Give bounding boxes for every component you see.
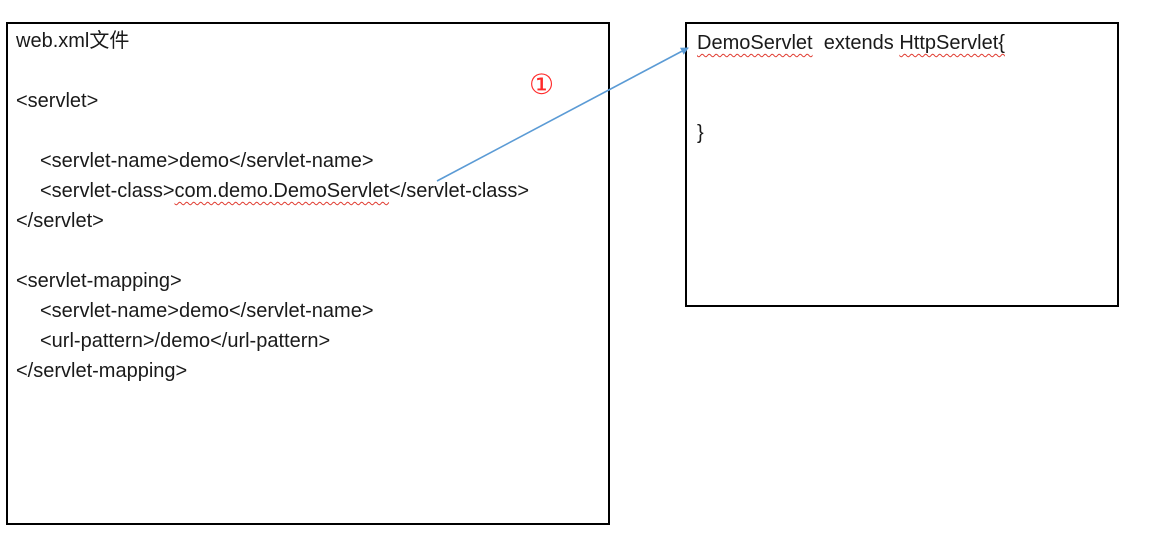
blank-line <box>16 236 600 266</box>
servlet-mapping-open-tag: <servlet-mapping> <box>16 270 182 292</box>
servlet-class-close-tag: </servlet-class> <box>389 180 530 202</box>
servlet-name-line: <servlet-name>demo</servlet-name> <box>40 150 374 172</box>
closing-brace: } <box>697 122 704 144</box>
step-1-badge: ① <box>529 68 555 101</box>
servlet-class-box: DemoServlet extends HttpServlet{ } <box>685 22 1119 307</box>
servlet-mapping-close-tag: </servlet-mapping> <box>16 360 188 382</box>
class-declaration-line: DemoServlet extends HttpServlet{ <box>697 28 1107 58</box>
webxml-file-box: web.xml文件 <servlet> <servlet-name>demo</… <box>6 22 610 525</box>
extends-keyword: extends <box>812 32 900 54</box>
superclass-name: HttpServlet{ <box>899 32 1005 54</box>
servlet-class-value: com.demo.DemoServlet <box>174 180 390 202</box>
servlet-class-line: <servlet-class>com.demo.DemoServlet</ser… <box>16 176 600 206</box>
webxml-box-title: web.xml文件 <box>16 30 130 52</box>
blank-line <box>16 56 600 86</box>
servlet-open-tag: <servlet> <box>16 90 99 112</box>
blank-line <box>697 88 1107 118</box>
servlet-close-tag: </servlet> <box>16 210 104 232</box>
class-name: DemoServlet <box>697 32 813 54</box>
mapping-servlet-name-line: <servlet-name>demo</servlet-name> <box>40 300 374 322</box>
servlet-class-open-tag: <servlet-class> <box>40 180 175 202</box>
blank-line <box>697 58 1107 88</box>
blank-line <box>16 116 600 146</box>
url-pattern-line: <url-pattern>/demo</url-pattern> <box>40 330 331 352</box>
